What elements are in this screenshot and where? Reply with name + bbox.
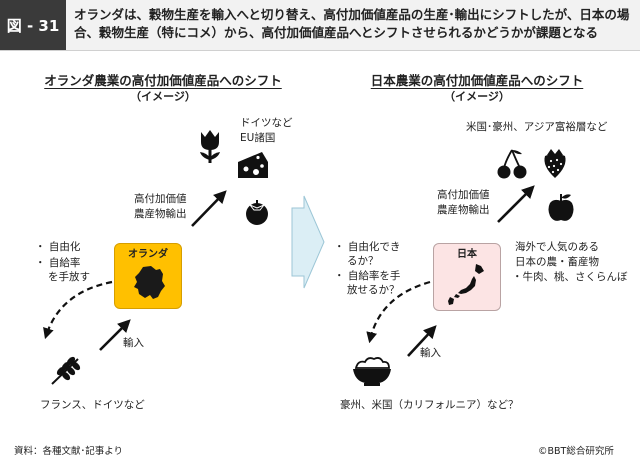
strawberry-icon [544,149,566,178]
jp-products-line-3: ・牛肉、桃、さくらんぼ [512,271,628,283]
bullet-self-sufficiency: ・ 自給率 [35,257,81,269]
jp-bullet-2-cont: 放せるか？ [347,284,400,296]
jp-bullet-1-cont: るか？ [347,255,379,267]
cherry-icon [497,149,527,179]
left-panel-subtitle: （イメージ） [130,90,196,103]
left-panel-title: オランダ農業の高付加価値産品へのシフト [44,73,282,88]
cheese-icon [238,152,268,178]
import-label: 輸入 [123,337,144,349]
bullet-liberalization: ・ 自由化 [35,241,81,253]
figure-title: オランダは、穀物生産を輸入へと切り替え、高付加価値産品の生産･輸出にシフトしたが… [74,7,630,40]
jp-bullet-2: ・ 自給率を手 [334,270,401,282]
export-label-line-1: 高付加価値 [134,193,187,205]
shift-dashed-arrow [43,280,113,340]
export-destination-line-1: ドイツなど [240,117,293,129]
wheat-icon [51,356,81,385]
jp-import-source: 豪州、米国（カリフォルニア）など？ [340,399,519,411]
export-destination-line-2: EU諸国 [240,132,276,144]
right-panel-subtitle: （イメージ） [444,90,510,103]
japan-label: 日本 [457,249,477,260]
jp-export-destination: 米国･豪州、アジア富裕層など [466,121,608,133]
figure-label: 図 - 31 [0,0,66,50]
import-arrow [99,319,131,351]
jp-import-arrow [407,325,437,357]
export-label-line-2: 農産物輸出 [134,208,187,220]
japan-box: 日本 [433,243,501,311]
jp-products-line-2: 日本の農・畜産物 [515,256,599,268]
right-panel-title: 日本農業の高付加価値産品へのシフト [370,73,584,88]
copyright: ©BBT総合研究所 [538,446,614,457]
jp-shift-dashed-arrow [366,280,431,344]
tulip-icon [200,130,220,163]
netherlands-map-icon [134,266,165,299]
import-source: フランス、ドイツなど [40,399,145,411]
source-note: 資料：各種文献･記事より [14,446,124,457]
header-bar: 図 - 31 オランダは、穀物生産を輸入へと切り替え、高付加価値産品の生産･輸出… [0,0,640,51]
jp-import-label: 輸入 [420,347,441,359]
jp-export-arrow [497,185,535,223]
jp-bullet-1: ・ 自由化でき [334,241,401,253]
jp-export-label-line-1: 高付加価値 [437,189,490,201]
bullet-give-up: を手放す [48,271,90,283]
export-arrow [191,190,227,227]
center-shift-arrow [291,195,325,289]
jp-export-label-line-2: 農産物輸出 [437,204,490,216]
rice-bowl-icon [353,357,391,386]
netherlands-label: オランダ [128,249,168,260]
tomato-icon [246,200,268,225]
jp-products-line-1: 海外で人気のある [515,241,599,253]
apple-icon [548,194,574,221]
japan-map-icon [448,264,484,305]
netherlands-box: オランダ [114,243,182,309]
